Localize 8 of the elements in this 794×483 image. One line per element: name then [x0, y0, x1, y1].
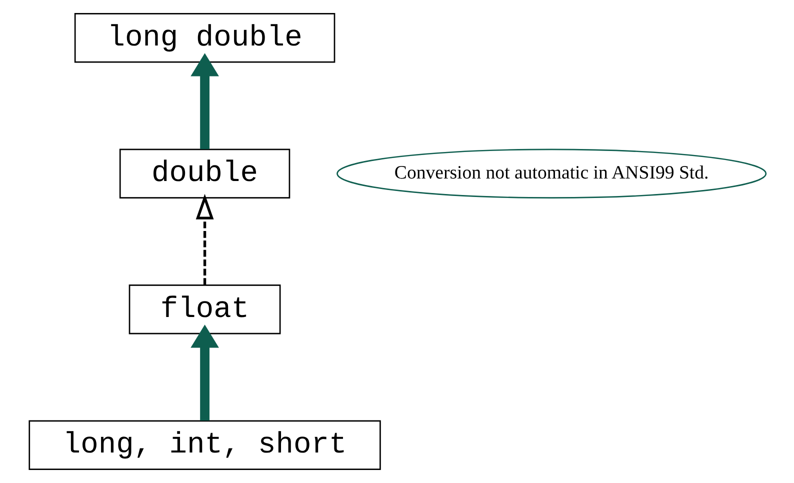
arrow — [190, 324, 218, 421]
node-box: long, int, short — [28, 420, 380, 470]
arrow — [195, 194, 214, 285]
node-box: double — [118, 148, 290, 198]
arrow — [190, 53, 218, 150]
node-box: float — [128, 284, 280, 334]
node-ellipse: Conversion not automatic in ANSI99 Std. — [336, 148, 766, 198]
node-box: long double — [74, 13, 335, 63]
